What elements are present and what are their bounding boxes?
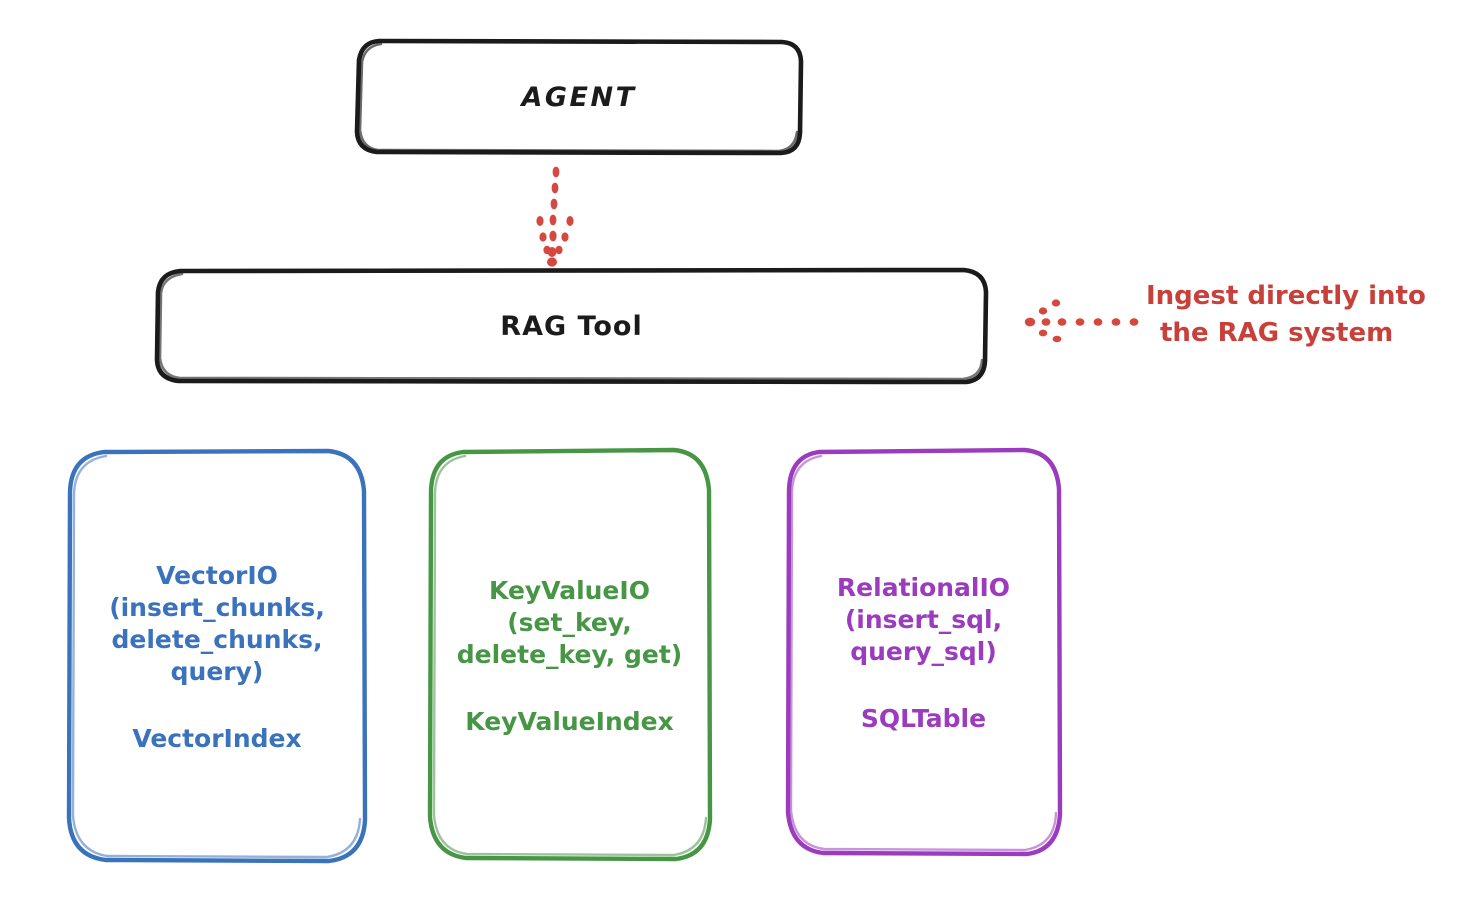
relationalio-api-label: RelationalIO (insert_sql, query_sql) — [836, 572, 1011, 666]
keyvalueio-index-label: KeyValueIndex — [465, 706, 674, 736]
ingest-annotation-arrow — [1024, 299, 1139, 343]
rag-tool-node[interactable]: RAG Tool — [157, 270, 986, 382]
relationalio-node[interactable]: RelationalIO (insert_sql, query_sql) SQL… — [786, 450, 1061, 854]
vectorio-node[interactable]: VectorIO (insert_chunks, delete_chunks, … — [68, 450, 366, 862]
rag-tool-label: RAG Tool — [500, 310, 643, 342]
keyvalueio-node[interactable]: KeyValueIO (set_key, delete_key, get) Ke… — [428, 450, 711, 860]
ingest-annotation-line-2: the RAG system — [1160, 317, 1394, 348]
relationalio-index-label: SQLTable — [860, 703, 987, 733]
agent-to-rag-tool-arrow — [536, 166, 574, 267]
vectorio-index-label: VectorIndex — [132, 723, 302, 753]
vectorio-api-label: VectorIO (insert_chunks, delete_chunks, … — [109, 560, 325, 686]
agent-label: AGENT — [521, 81, 637, 113]
ingest-annotation: Ingest directly into the RAG system — [1146, 278, 1476, 352]
agent-node[interactable]: AGENT — [357, 40, 801, 154]
keyvalueio-api-label: KeyValueIO (set_key, delete_key, get) — [456, 575, 683, 669]
ingest-annotation-line-1: Ingest directly into — [1146, 281, 1426, 311]
